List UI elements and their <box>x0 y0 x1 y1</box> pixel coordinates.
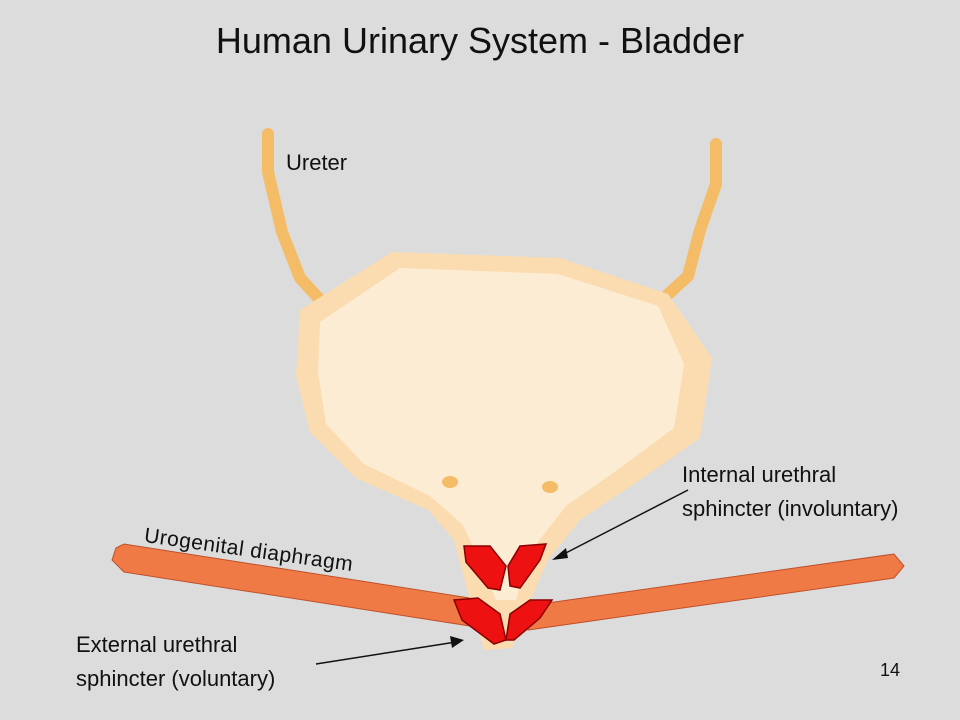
bladder-lumen <box>318 268 684 600</box>
internal-sphincter-label: Internal urethral sphincter (involuntary… <box>682 458 898 526</box>
left-ureteral-opening <box>442 476 458 488</box>
slide-title: Human Urinary System - Bladder <box>215 20 745 61</box>
right-ureter <box>658 138 722 304</box>
ureter-label: Ureter <box>286 150 348 175</box>
page-number: 14 <box>880 660 901 680</box>
external-sphincter-right <box>505 599 554 641</box>
left-ureter <box>262 128 328 308</box>
external-sphincter-label-line1: External urethral <box>76 632 238 657</box>
external-sphincter-label: External urethral sphincter (voluntary) <box>76 628 275 696</box>
external-sphincter-pointer <box>315 641 457 665</box>
internal-sphincter-arrowhead <box>552 548 568 560</box>
internal-sphincter-label-line2: sphincter (involuntary) <box>682 496 899 521</box>
external-sphincter-label-line2: sphincter (voluntary) <box>76 666 276 691</box>
urogenital-diaphragm-right <box>525 553 905 631</box>
internal-sphincter-pointer <box>559 489 689 557</box>
right-ureteral-opening <box>542 481 558 493</box>
external-sphincter-arrowhead <box>450 636 464 648</box>
internal-sphincter-right <box>507 543 548 589</box>
internal-sphincter-left <box>463 545 507 591</box>
internal-sphincter-label-line1: Internal urethral <box>682 462 837 487</box>
